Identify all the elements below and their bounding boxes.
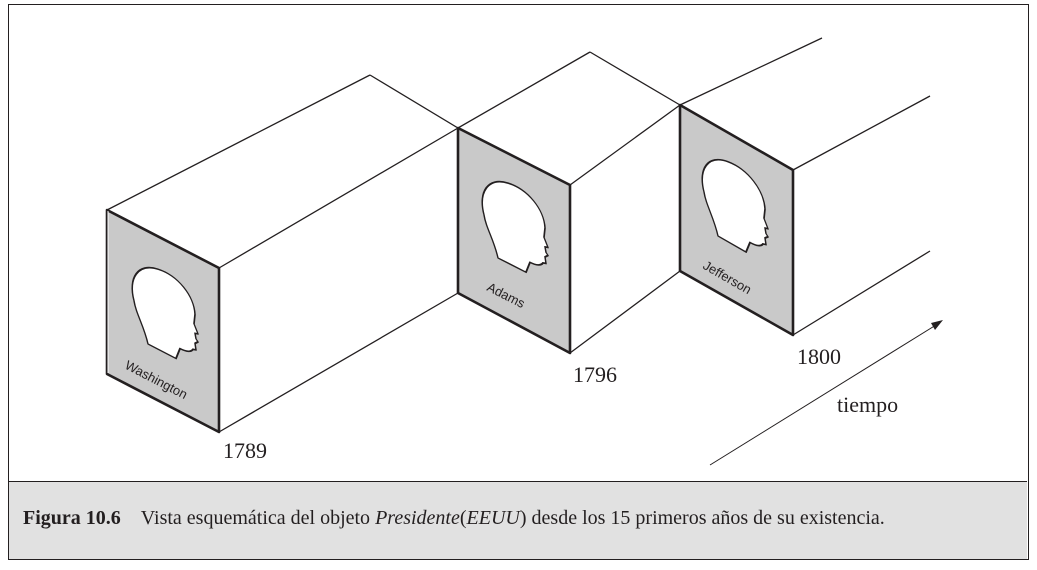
year-label-1796: 1796 [573, 362, 617, 387]
caption-paren-open: ( [459, 507, 467, 529]
caption-text-after: desde los 15 primeros años de su existen… [526, 507, 885, 529]
year-label-1800: 1800 [797, 344, 841, 369]
time-block-jefferson [679, 37, 931, 336]
slice-adams: Adams [456, 126, 572, 355]
caption-object-name: Presidente [375, 507, 460, 529]
slice-washington: Washington [105, 208, 221, 434]
time-axis-label: tiempo [837, 392, 898, 417]
spacetime-diagram: Washington Adams Jefferson 1789 1796 180… [105, 37, 943, 466]
caption-figure-number: Figura 10.6 [23, 507, 121, 529]
time-block-adams [457, 51, 681, 354]
caption-country: EEUU [466, 507, 520, 529]
caption-text-before: Vista esquemática del objeto [140, 507, 376, 529]
arrowhead-icon [931, 320, 943, 330]
year-label-1789: 1789 [223, 438, 267, 463]
time-block-washington [106, 74, 459, 433]
time-arrow [709, 320, 943, 466]
caption-divider [9, 481, 1027, 482]
slice-jefferson: Jefferson [678, 103, 795, 337]
caption-paren-close: ) [519, 507, 527, 529]
